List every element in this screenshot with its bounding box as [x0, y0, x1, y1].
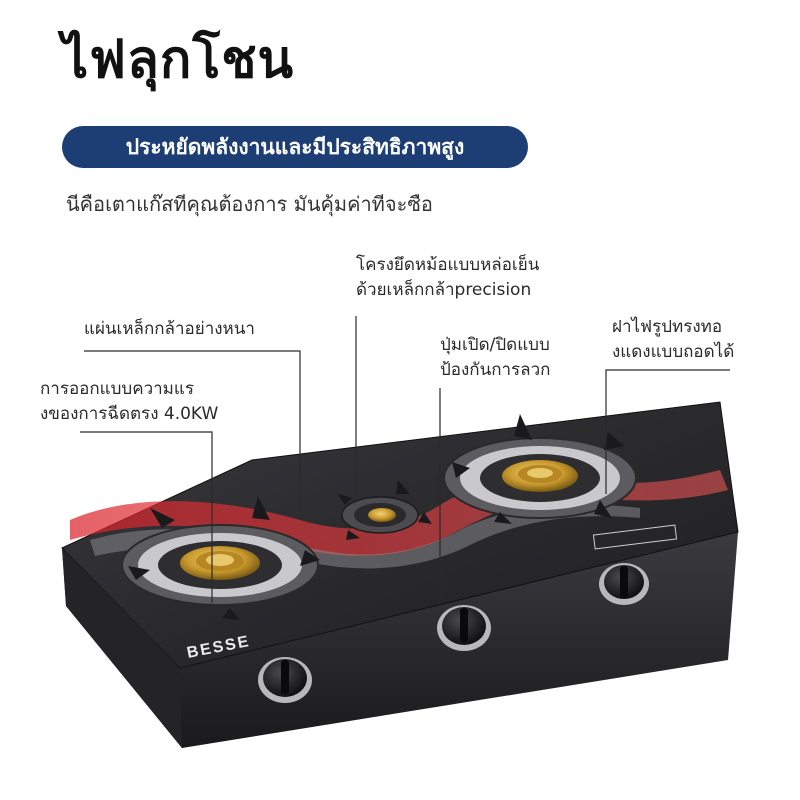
- callout-knob-line1: ปุ่มเปิด/ปิดแบบ: [440, 335, 550, 355]
- page-title: ไฟลุกโชน: [62, 30, 295, 90]
- callout-steel-plate: แผ่นเหล็กกล้าอย่างหนา: [84, 317, 255, 342]
- callout-burner-cap: ฝาไฟรูปทรงทอ งแดงแบบถอดได้: [612, 315, 734, 364]
- control-badge: [592, 524, 678, 550]
- callout-knob: ปุ่มเปิด/ปิดแบบ ป้องกันการลวก: [440, 333, 550, 382]
- callout-lines: [80, 316, 730, 615]
- left-knob: [258, 657, 312, 703]
- right-burner: [443, 414, 637, 524]
- left-burner: [121, 496, 320, 620]
- stove-side-panel: [62, 548, 182, 748]
- callout-pot-support: โครงยึดหม้อแบบหล่อเย็น ด้วยเหล็กกล้าprec…: [356, 253, 539, 302]
- center-burner: [338, 480, 432, 540]
- callout-direct-injection-line2: งของการฉีดตรง 4.0KW: [40, 403, 219, 424]
- tagline-badge: ประหยัดพลังงานและมีประสิทธิภาพสูง: [62, 126, 528, 168]
- subtitle: นีคือเตาแก๊สทีคุณต้องการ มันคุ้มค่าทีจะซ…: [66, 192, 433, 216]
- callout-steel-plate-line1: แผ่นเหล็กกล้าอย่างหนา: [84, 319, 255, 339]
- callout-pot-support-line2: ด้วยเหล็กกล้าprecision: [356, 279, 532, 300]
- leader-direct-injection: [80, 431, 213, 603]
- callout-direct-injection-line1: การออกแบบความแร: [40, 379, 194, 399]
- leader-burner-cap: [605, 369, 730, 494]
- tagline-text: ประหยัดพลังงานและมีประสิทธิภาพสูง: [125, 134, 465, 159]
- callout-direct-injection: การออกแบบความแร งของการฉีดตรง 4.0KW: [40, 377, 218, 426]
- leader-steel-plate: [84, 350, 301, 512]
- right-knob: [599, 563, 649, 605]
- callout-burner-cap-line1: ฝาไฟรูปทรงทอ: [612, 317, 723, 337]
- callout-burner-cap-line2: งแดงแบบถอดได้: [612, 341, 735, 362]
- callout-pot-support-line1: โครงยึดหม้อแบบหล่อเย็น: [356, 255, 540, 275]
- callout-knob-line2: ป้องกันการลวก: [440, 359, 551, 380]
- center-knob: [437, 605, 491, 651]
